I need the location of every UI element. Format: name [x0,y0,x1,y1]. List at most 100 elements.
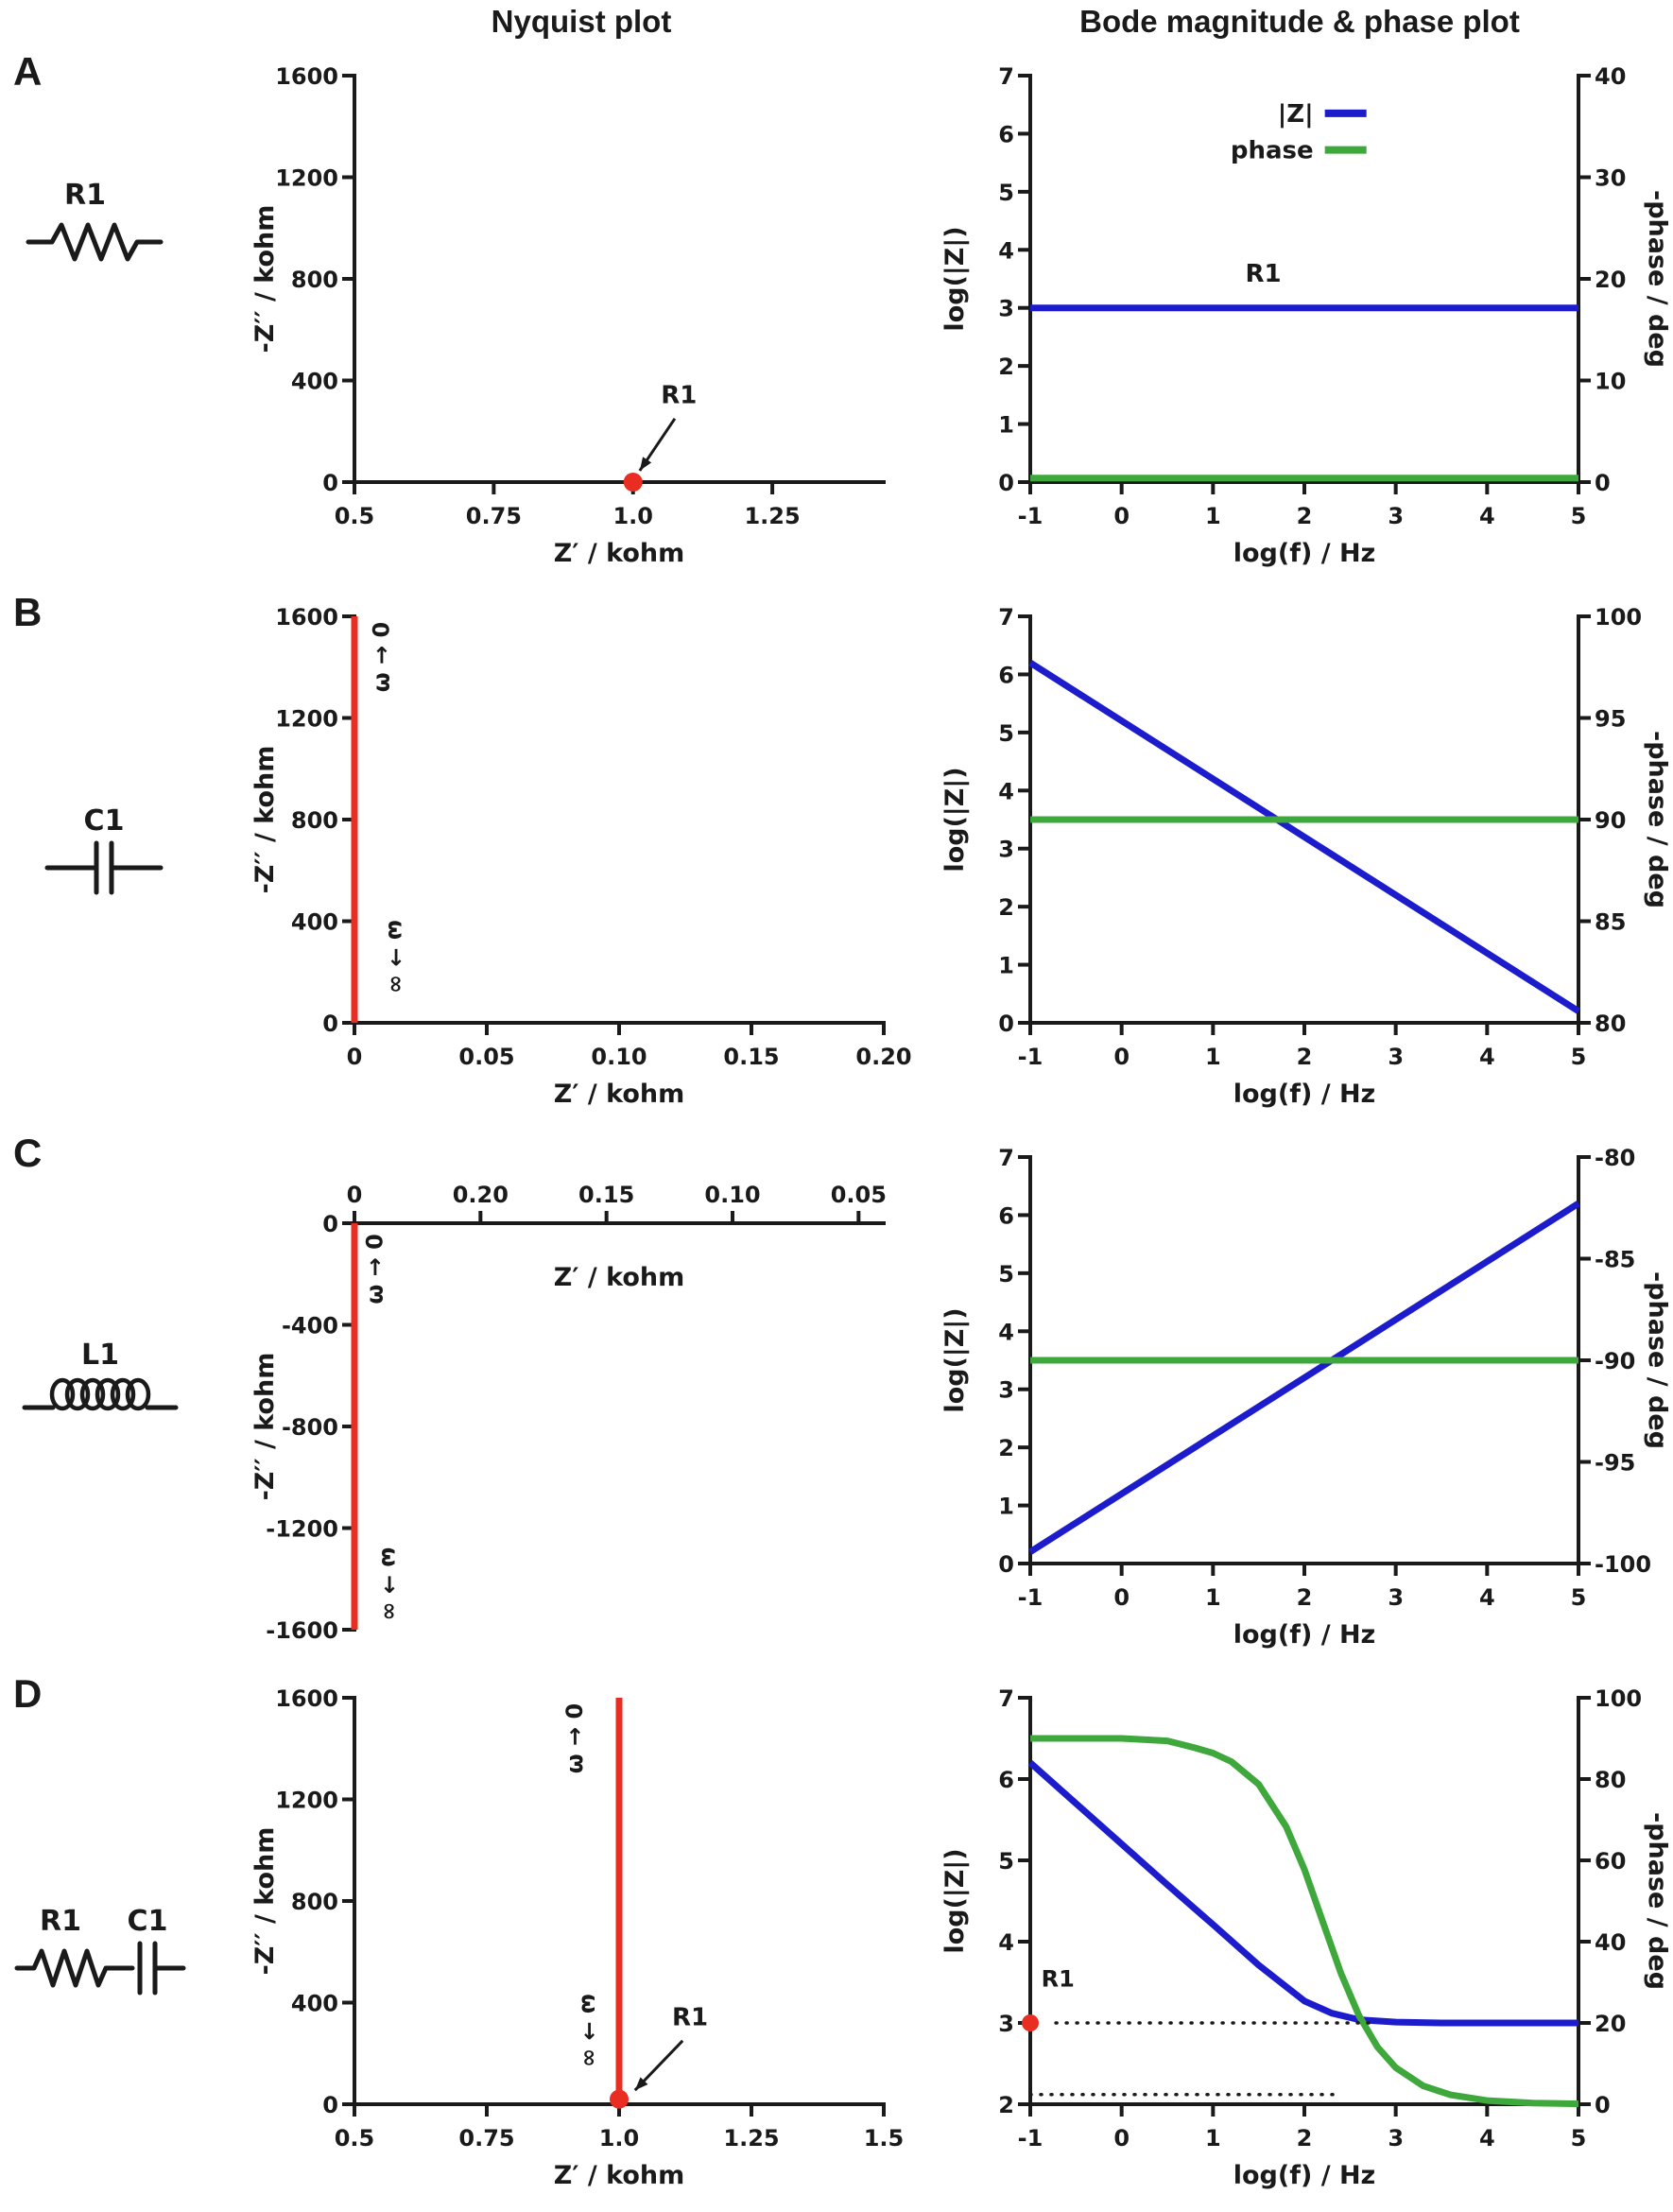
svg-text:4: 4 [1479,2125,1495,2152]
svg-text:6: 6 [998,121,1014,147]
svg-text:0: 0 [322,1011,338,1037]
svg-text:-phase / deg: -phase / deg [1643,190,1668,368]
svg-text:0: 0 [322,1211,338,1237]
svg-text:0.75: 0.75 [466,503,522,529]
svg-text:Z′ / kohm: Z′ / kohm [554,1263,685,1292]
rc-series-icon: R1 C1 [14,1905,186,1996]
panel-c-left-column: C L1 [0,1125,236,1666]
svg-text:800: 800 [291,1889,338,1915]
svg-text:-1: -1 [1018,503,1043,529]
svg-text:log(f) / Hz: log(f) / Hz [1233,1620,1376,1650]
rc-series-circuit: R1 C1 [9,1892,227,2011]
svg-text:400: 400 [291,909,338,936]
capacitor-circuit: C1 [9,792,227,910]
svg-text:5: 5 [998,1261,1014,1287]
circuit-label-r1: R1 [64,179,106,212]
svg-text:1: 1 [1205,1584,1221,1611]
svg-text:90: 90 [1595,807,1626,834]
svg-text:0: 0 [1113,1044,1130,1070]
inductor-icon: L1 [22,1339,179,1411]
inductor-circuit: L1 [9,1328,227,1446]
svg-text:log(f) / Hz: log(f) / Hz [1233,539,1376,568]
svg-text:0.15: 0.15 [723,1044,779,1070]
svg-text:1.0: 1.0 [612,503,653,529]
svg-text:2: 2 [1297,2125,1313,2152]
svg-text:80: 80 [1595,1011,1626,1037]
resistor-circuit: R1 [9,166,227,285]
svg-text:1200: 1200 [275,1788,338,1814]
svg-text:ω → ∞: ω → ∞ [577,1994,603,2067]
svg-text:0.75: 0.75 [458,2125,514,2152]
svg-text:5: 5 [998,180,1014,206]
svg-text:1600: 1600 [275,604,338,631]
svg-text:0: 0 [998,1551,1014,1578]
svg-text:-90: -90 [1595,1348,1635,1374]
svg-text:100: 100 [1595,1685,1642,1712]
circuit-label-c1: C1 [128,1905,168,1938]
svg-text:5: 5 [1571,503,1587,529]
svg-text:5: 5 [1571,2125,1587,2152]
svg-text:ω → 0: ω → 0 [561,1703,588,1773]
panel-b-left-column: B C1 [0,584,236,1125]
svg-text:0: 0 [1595,2092,1611,2118]
svg-text:2: 2 [1297,1044,1313,1070]
svg-text:5: 5 [1571,1584,1587,1611]
svg-text:2: 2 [998,1435,1014,1461]
bode-column-title: Bode magnitude & phase plot [1079,4,1520,39]
svg-text:-100: -100 [1595,1551,1651,1578]
svg-text:2: 2 [1297,503,1313,529]
svg-text:6: 6 [998,662,1014,688]
svg-text:Z′ / kohm: Z′ / kohm [554,2161,685,2190]
svg-text:1600: 1600 [275,63,338,90]
svg-text:40: 40 [1595,1929,1626,1956]
svg-text:3: 3 [1388,1044,1404,1070]
svg-text:Z′ / kohm: Z′ / kohm [554,1080,685,1109]
svg-text:Z′ / kohm: Z′ / kohm [554,539,685,568]
svg-text:1.25: 1.25 [723,2125,779,2152]
svg-text:-400: -400 [282,1313,338,1339]
svg-text:0.15: 0.15 [578,1182,634,1208]
svg-text:2: 2 [998,354,1014,380]
svg-text:0: 0 [998,470,1014,496]
svg-text:|Z|: |Z| [1278,100,1314,129]
svg-text:400: 400 [291,1991,338,2017]
svg-text:log(|Z|): log(|Z|) [940,1307,970,1412]
svg-text:4: 4 [1479,1584,1495,1611]
svg-text:R1: R1 [1245,260,1281,288]
svg-text:-Z′′ / kohm: -Z′′ / kohm [250,1353,280,1501]
svg-text:R1: R1 [672,2004,708,2032]
svg-text:-phase / deg: -phase / deg [1643,731,1668,908]
panel-d-label: D [13,1671,43,1716]
svg-text:7: 7 [998,63,1014,90]
svg-text:0.05: 0.05 [831,1182,887,1208]
svg-text:1: 1 [1205,2125,1221,2152]
svg-text:log(f) / Hz: log(f) / Hz [1233,2161,1376,2190]
svg-text:R1: R1 [661,382,697,410]
svg-text:0.5: 0.5 [335,503,375,529]
svg-text:3: 3 [998,837,1014,863]
svg-text:95: 95 [1595,706,1626,733]
svg-text:0.10: 0.10 [591,1044,647,1070]
svg-text:4: 4 [998,778,1014,804]
capacitor-icon: C1 [44,804,164,895]
svg-text:10: 10 [1595,369,1626,395]
column-headers: Nyquist plot Bode magnitude & phase plot [0,0,1673,43]
panel-c-label: C [13,1131,43,1175]
svg-text:0: 0 [322,470,338,496]
svg-text:4: 4 [998,1929,1014,1956]
svg-text:-1600: -1600 [266,1617,338,1644]
svg-text:1: 1 [1205,1044,1221,1070]
resistor-icon: R1 [26,179,164,262]
svg-text:1.0: 1.0 [599,2125,640,2152]
panel-a-label: A [13,49,43,94]
